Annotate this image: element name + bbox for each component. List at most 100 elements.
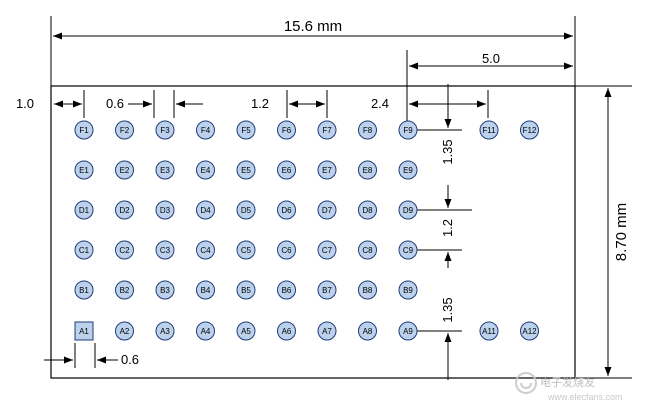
pin-pad xyxy=(236,321,256,341)
pin-f9: F9 xyxy=(398,120,418,140)
pin-pad xyxy=(236,120,256,140)
pin-label: B3 xyxy=(160,286,170,295)
pin-e7: E7 xyxy=(317,160,337,180)
overall-width-label: 15.6 mm xyxy=(284,18,342,35)
pin-label: E8 xyxy=(363,166,373,175)
pin-d9: D9 xyxy=(398,200,418,220)
pin-f8: F8 xyxy=(358,120,377,140)
pin-c1: C1 xyxy=(74,240,94,260)
pin-pad xyxy=(520,321,539,341)
pin-f5: F5 xyxy=(236,120,256,140)
pin-label: F12 xyxy=(523,126,537,135)
pin-pad xyxy=(317,240,337,260)
pin-label: D6 xyxy=(281,206,292,215)
pin-label: C4 xyxy=(200,246,211,255)
pin-label: C2 xyxy=(119,246,130,255)
pin-f1: F1 xyxy=(74,120,94,140)
pin-label: A1 xyxy=(79,327,89,336)
pitch-h-dimension: 1.2 xyxy=(251,90,328,118)
pitch-v-bottom-label: 1.35 xyxy=(440,297,455,322)
pin-c6: C6 xyxy=(277,240,296,260)
pin-label: F8 xyxy=(363,126,373,135)
pin-pad xyxy=(196,160,215,180)
pin-a2: A2 xyxy=(115,321,134,341)
pin-pad xyxy=(398,321,418,341)
pin-label: C5 xyxy=(241,246,252,255)
watermark-logo-icon xyxy=(515,372,537,394)
pin-label: A5 xyxy=(241,327,251,336)
overall-height-label: 8.70 mm xyxy=(613,203,630,261)
pin-e9: E9 xyxy=(398,160,418,180)
pin-label: B4 xyxy=(201,286,211,295)
pin-pad xyxy=(520,120,539,140)
pin-pad xyxy=(277,120,296,140)
pin-pad xyxy=(317,200,337,220)
pin-label: B2 xyxy=(120,286,130,295)
pin-e3: E3 xyxy=(155,160,175,180)
pin-pad xyxy=(277,200,296,220)
pin-label: E6 xyxy=(282,166,292,175)
pin-pad xyxy=(155,200,175,220)
pin-label: B6 xyxy=(282,286,292,295)
pin-label: F2 xyxy=(120,126,130,135)
pin-b3: B3 xyxy=(155,280,175,300)
pin-d6: D6 xyxy=(277,200,296,220)
pin-f4: F4 xyxy=(196,120,215,140)
pin-label: E1 xyxy=(79,166,89,175)
pin-a1: A1 xyxy=(74,321,94,341)
pin-pad xyxy=(236,200,256,220)
pin-e6: E6 xyxy=(277,160,296,180)
pin-b7: B7 xyxy=(317,280,337,300)
pin-pad xyxy=(317,160,337,180)
pin-b8: B8 xyxy=(358,280,377,300)
pin-pad xyxy=(196,200,215,220)
pin-pad xyxy=(74,200,94,220)
pin-a8: A8 xyxy=(358,321,377,341)
pin-pad xyxy=(317,280,337,300)
pin-label: D1 xyxy=(79,206,90,215)
pin-pad xyxy=(115,160,134,180)
pin-f7: F7 xyxy=(317,120,337,140)
left-margin-label: 1.0 xyxy=(16,96,34,111)
pin-label: D5 xyxy=(241,206,252,215)
pin-pad xyxy=(277,160,296,180)
pin-b4: B4 xyxy=(196,280,215,300)
pin-pad xyxy=(236,280,256,300)
pin-label: E5 xyxy=(241,166,251,175)
pin-a12: A12 xyxy=(520,321,539,341)
pin-a3: A3 xyxy=(155,321,175,341)
pin-pad xyxy=(115,280,134,300)
pin-label: E7 xyxy=(322,166,332,175)
pin-pad xyxy=(74,160,94,180)
pin-label: B1 xyxy=(79,286,89,295)
pin-label: E4 xyxy=(201,166,211,175)
pin-label: D8 xyxy=(362,206,373,215)
pin-pad xyxy=(358,280,377,300)
pad-width-top-label: 0.6 xyxy=(106,96,124,111)
pin-pad xyxy=(236,160,256,180)
gap-h-label: 2.4 xyxy=(371,96,389,111)
pin-d7: D7 xyxy=(317,200,337,220)
pin-pad xyxy=(155,160,175,180)
pin-pad xyxy=(317,321,337,341)
pin-pad xyxy=(115,321,134,341)
pin-label: F11 xyxy=(482,126,496,135)
pin-label: B9 xyxy=(403,286,413,295)
pin-f6: F6 xyxy=(277,120,296,140)
pin-label: D9 xyxy=(403,206,414,215)
pin-pad xyxy=(398,280,418,300)
watermark-text: 电子发烧友 xyxy=(540,375,595,389)
pin-c9: C9 xyxy=(398,240,418,260)
pin-pad xyxy=(74,321,94,341)
pin-label: B5 xyxy=(241,286,251,295)
pin-f3: F3 xyxy=(155,120,175,140)
pin-pad xyxy=(479,321,499,341)
pin-label: A8 xyxy=(363,327,373,336)
overall-width-dimension: 15.6 mm xyxy=(50,16,576,86)
pin-pad xyxy=(398,120,418,140)
pin-pad xyxy=(155,321,175,341)
pad-width-bottom-dimension: 0.6 xyxy=(44,343,139,368)
pin-label: C8 xyxy=(362,246,373,255)
watermark: 电子发烧友 www.elecfans.com xyxy=(515,372,623,402)
